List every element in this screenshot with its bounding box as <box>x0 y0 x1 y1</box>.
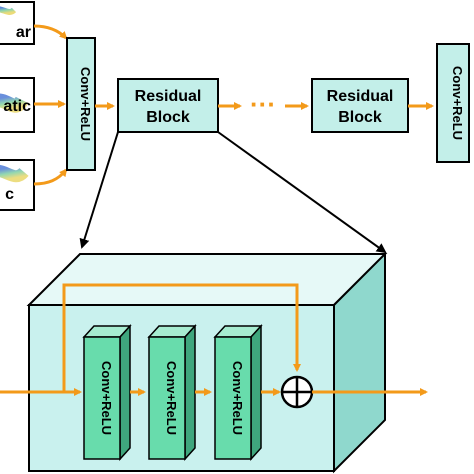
residual-block-last-line2: Block <box>338 109 382 126</box>
detail-conv-2-label: Conv+ReLU <box>164 361 179 435</box>
conv-block-output-label: Conv+ReLU <box>450 66 465 140</box>
input-thumbnail-3: c <box>0 159 35 211</box>
input-thumbnail-2: atic <box>0 77 35 133</box>
input-thumbnail-1: ar <box>0 1 35 45</box>
input-label-3: c <box>5 186 14 203</box>
residual-block-first-line1: Residual <box>135 88 202 105</box>
ellipsis: ··· <box>250 89 276 119</box>
conv-block-top-label: Conv+ReLU <box>78 67 93 141</box>
input-label-2: atic <box>3 98 31 115</box>
residual-block-first-line2: Block <box>146 109 190 126</box>
skip-connection <box>62 283 301 392</box>
conv-block-top: Conv+ReLU <box>66 37 96 171</box>
detail-conv-1-label: Conv+ReLU <box>99 361 114 435</box>
arrow-input-1 <box>33 24 68 40</box>
detail-conv-3-label: Conv+ReLU <box>230 361 245 435</box>
residual-block-last-line1: Residual <box>327 88 394 105</box>
residual-block-first: Residual Block <box>117 78 219 133</box>
arrow-input-3 <box>33 168 68 186</box>
zoom-line-right <box>217 131 387 254</box>
conv-block-output: Conv+ReLU <box>436 43 470 163</box>
zoom-line-left <box>79 131 119 249</box>
detail-conv-3: Conv+ReLU <box>213 324 263 461</box>
detail-box-top <box>26 253 388 306</box>
residual-block-detail <box>26 251 388 474</box>
detail-conv-1: Conv+ReLU <box>82 324 132 461</box>
detail-conv-2: Conv+ReLU <box>147 324 197 461</box>
input-label-1: ar <box>16 24 31 41</box>
sum-node: ⊕ <box>280 375 314 409</box>
residual-block-last: Residual Block <box>311 78 409 133</box>
